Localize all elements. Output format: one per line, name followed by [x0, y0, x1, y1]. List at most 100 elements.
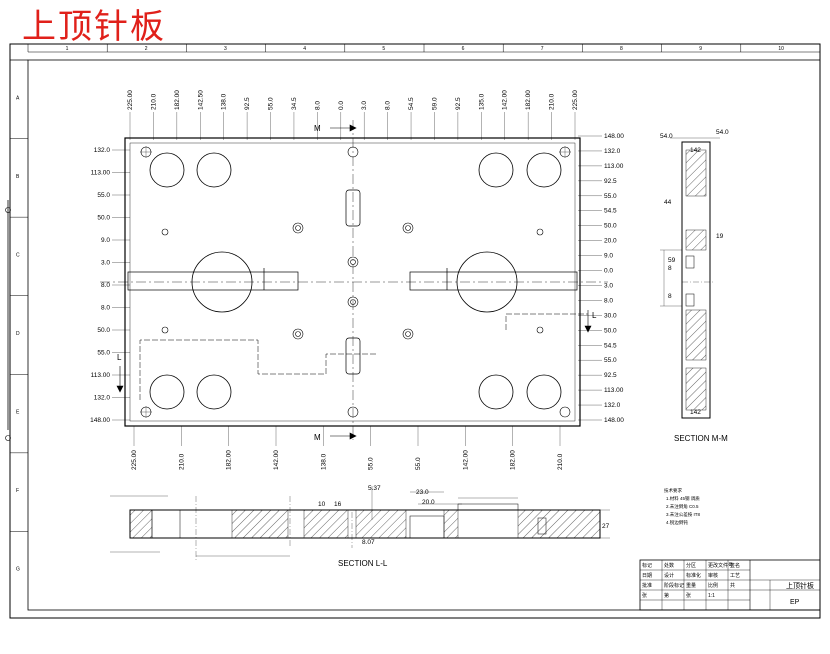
- dimension-label: 135.0: [478, 93, 485, 110]
- dimension-label: 210.0: [178, 453, 185, 470]
- dimension-label: 182.00: [174, 90, 181, 110]
- dimension-label: 210.0: [150, 93, 157, 110]
- part-name: 上顶针板: [786, 581, 814, 590]
- svg-text:10: 10: [318, 501, 326, 508]
- cut-label-l-right: L: [592, 311, 597, 320]
- cut-label-l-left: L: [117, 353, 122, 362]
- dimension-label: 113.00: [604, 387, 624, 394]
- plan-view: [100, 112, 608, 446]
- dimension-label: 55.0: [268, 97, 275, 110]
- center-bore-left: [191, 251, 253, 313]
- dimension-label: 210.0: [549, 93, 556, 110]
- svg-text:共: 共: [730, 582, 735, 589]
- dimension-label: 182.00: [510, 450, 517, 470]
- zone-number: 2: [145, 46, 148, 52]
- zone-letter: E: [16, 410, 20, 416]
- section-mm-view: [660, 137, 720, 419]
- svg-text:1:1: 1:1: [708, 593, 715, 599]
- dimension-label: 113.00: [604, 163, 624, 170]
- dimension-label: 92.5: [604, 372, 617, 379]
- zone-letter: F: [16, 488, 19, 494]
- binding-marks: [5, 200, 11, 441]
- vertical-slot-bottom: [345, 337, 361, 375]
- zone-number: 10: [778, 46, 784, 52]
- svg-text:54.0: 54.0: [660, 133, 673, 140]
- dimension-label: 142.00: [502, 90, 509, 110]
- dimension-label: 225.00: [131, 450, 138, 470]
- dimension-label: 138.0: [221, 93, 228, 110]
- svg-text:54.0: 54.0: [716, 129, 729, 136]
- cut-label-m-bottom: M: [314, 433, 321, 442]
- svg-text:16: 16: [334, 501, 342, 508]
- zone-letter: C: [16, 252, 20, 258]
- zone-number: 3: [224, 46, 227, 52]
- dimension-label: 225.00: [572, 90, 579, 110]
- dimension-label: 8.0: [101, 282, 110, 289]
- svg-text:标准化: 标准化: [686, 572, 701, 579]
- dimension-label: 3.0: [101, 260, 110, 267]
- section-ll-dims: 8.07 23.0 20.0 5.37 10 16 27: [318, 485, 610, 546]
- dimension-label: 50.0: [604, 223, 617, 230]
- section-line-L: [139, 339, 376, 400]
- technical-notes: 技术要求 1.材料 45钢 调质 2.未注倒角 C0.5 3.未注公差按 IT8…: [664, 487, 701, 526]
- dimension-label: 0.0: [604, 268, 613, 275]
- zone-number: 6: [462, 46, 465, 52]
- svg-text:8: 8: [668, 265, 672, 272]
- dimension-label: 54.5: [604, 342, 617, 349]
- zone-letter: G: [16, 567, 20, 573]
- horizontal-slots: [127, 268, 578, 291]
- dimension-label: 142.00: [462, 450, 469, 470]
- zone-letter: A: [16, 95, 20, 101]
- dimension-label: 8.0: [604, 297, 613, 304]
- dimension-label: 8.0: [385, 101, 392, 110]
- dimension-label: 210.0: [557, 453, 564, 470]
- drawing-number: EP: [790, 599, 800, 606]
- zone-number: 9: [699, 46, 702, 52]
- svg-text:工艺: 工艺: [730, 573, 740, 579]
- center-bore-right: [456, 251, 518, 313]
- svg-text:8.07: 8.07: [362, 539, 375, 546]
- svg-text:23.0: 23.0: [416, 489, 429, 496]
- dimension-label: 55.0: [97, 350, 110, 357]
- dimension-label: 182.00: [525, 90, 532, 110]
- svg-text:技术要求: 技术要求: [664, 487, 682, 494]
- dimension-label: 55.0: [415, 457, 422, 470]
- dimension-label: 148.00: [90, 417, 110, 424]
- svg-text:142: 142: [690, 409, 701, 416]
- dimension-label: 34.5: [291, 97, 298, 110]
- svg-text:重量: 重量: [686, 582, 696, 589]
- dimension-label: 55.0: [368, 457, 375, 470]
- zone-number: 7: [541, 46, 544, 52]
- dimension-label: 113.00: [91, 372, 111, 379]
- dimension-label: 50.0: [604, 327, 617, 334]
- plan-labels: M M L L: [117, 124, 597, 442]
- svg-text:阶段标记: 阶段标记: [664, 582, 684, 589]
- dimension-label: 8.0: [101, 305, 110, 312]
- svg-text:设计: 设计: [664, 572, 674, 579]
- dimension-label: 50.0: [97, 215, 110, 222]
- svg-text:3.未注公差按 IT8: 3.未注公差按 IT8: [666, 511, 701, 518]
- svg-text:张: 张: [686, 592, 691, 599]
- title-block-text: 标记 处数 分区 更改文件号 签名 日期 设计 标准化 审核 工艺 批准 阶段标…: [642, 562, 814, 606]
- zone-number: 5: [382, 46, 385, 52]
- svg-text:1.材料 45钢 调质: 1.材料 45钢 调质: [666, 495, 700, 502]
- svg-text:2.未注倒角 C0.5: 2.未注倒角 C0.5: [666, 503, 699, 510]
- cut-label-m-top: M: [314, 124, 321, 133]
- svg-text:20.0: 20.0: [422, 499, 435, 506]
- svg-text:8: 8: [668, 293, 672, 300]
- section-mm-dims: 54.0 54.0 142 44 19 8 59 8 142: [660, 129, 729, 416]
- dimension-label: 225.00: [127, 90, 134, 110]
- dimension-label: 55.0: [604, 193, 617, 200]
- dimension-label: 182.00: [226, 450, 233, 470]
- svg-text:标记: 标记: [642, 562, 652, 569]
- dimension-label: 132.0: [604, 148, 621, 155]
- zone-letter: B: [16, 174, 20, 180]
- dimension-label: 9.0: [604, 253, 613, 260]
- right-dimension-labels: 148.00132.0113.0092.555.054.550.020.09.0…: [604, 133, 624, 424]
- drawing-title: 上顶针板: [22, 7, 166, 47]
- svg-text:142: 142: [690, 147, 701, 154]
- svg-text:分区: 分区: [686, 562, 696, 569]
- section-ll-view: [110, 486, 610, 560]
- dimension-label: 132.0: [94, 147, 111, 154]
